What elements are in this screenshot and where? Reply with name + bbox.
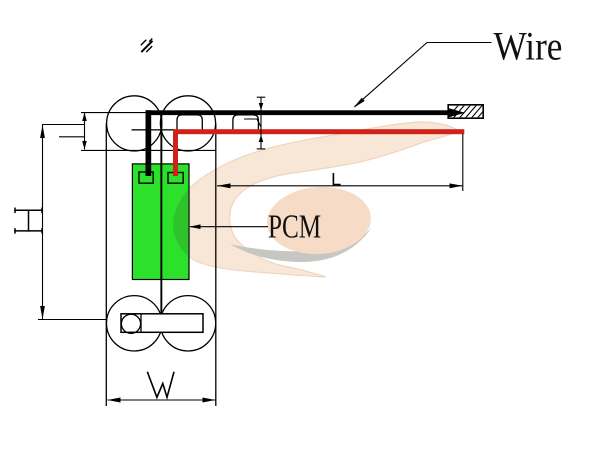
svg-text:PCM: PCM bbox=[268, 208, 321, 246]
svg-text:Wire: Wire bbox=[494, 24, 563, 69]
